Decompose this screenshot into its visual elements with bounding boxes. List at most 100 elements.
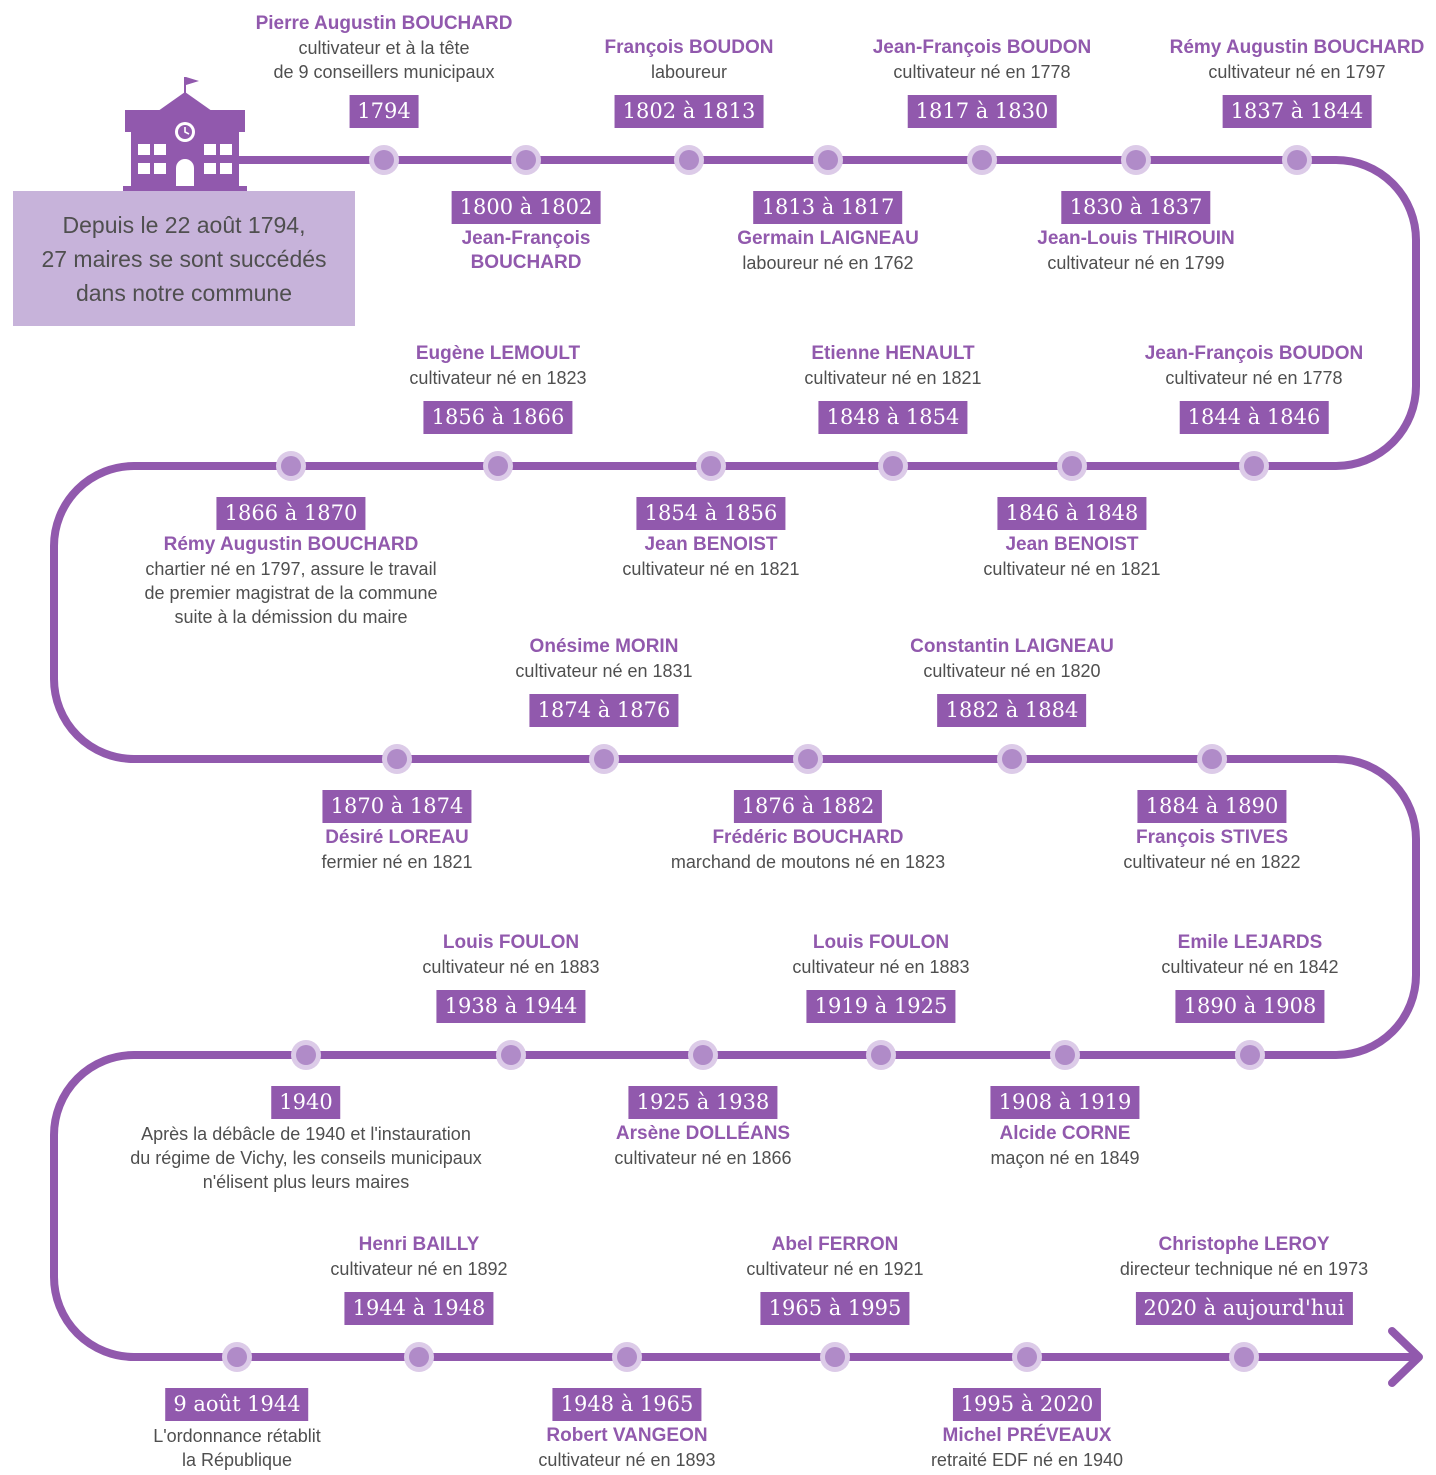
mayor-description: cultivateur né en 1822 bbox=[1123, 852, 1301, 872]
mayor-name: Jean BENOIST bbox=[644, 534, 778, 555]
mayor-name: Désiré LOREAU bbox=[325, 827, 469, 848]
timeline-node bbox=[1126, 150, 1146, 170]
mandate-dates: 1890 à 1908 bbox=[1175, 990, 1325, 1023]
timeline-entry: François BOUDON laboureur 1802 à 1813 bbox=[604, 36, 774, 128]
mandate-dates: 1919 à 1925 bbox=[806, 990, 956, 1023]
mayor-description: laboureur né en 1762 bbox=[742, 253, 914, 273]
mayor-name: Jean-François BOUDON bbox=[872, 37, 1092, 58]
entry-text: Désiré LOREAU fermier né en 1821 bbox=[321, 826, 472, 874]
timeline-node bbox=[374, 150, 394, 170]
mayor-description: cultivateur né en 1821 bbox=[804, 368, 982, 388]
entry-text: Jean BENOIST cultivateur né en 1821 bbox=[983, 533, 1160, 581]
mayor-description: cultivateur né en 1842 bbox=[1161, 957, 1339, 977]
timeline-node bbox=[972, 150, 992, 170]
mayor-description: laboureur bbox=[650, 62, 728, 82]
entry-text: Frédéric BOUCHARD marchand de moutons né … bbox=[671, 826, 945, 874]
mandate-dates: 1854 à 1856 bbox=[636, 497, 786, 530]
timeline-node bbox=[281, 456, 301, 476]
mayor-description: cultivateur né en 1831 bbox=[515, 661, 693, 681]
mayor-name: François STIVES bbox=[1135, 827, 1289, 848]
mandate-dates: 1848 à 1854 bbox=[818, 401, 968, 434]
mandate-dates: 1944 à 1948 bbox=[344, 1292, 494, 1325]
mandate-dates: 1965 à 1995 bbox=[760, 1292, 910, 1325]
mayor-description: cultivateur né en 1799 bbox=[1047, 253, 1225, 273]
mayor-description: cultivateur né en 1823 bbox=[409, 368, 587, 388]
mayor-name: Michel PRÉVEAUX bbox=[942, 1425, 1112, 1446]
timeline-node bbox=[871, 1045, 891, 1065]
mandate-dates: 9 août 1944 bbox=[165, 1388, 309, 1421]
mayor-name: Abel FERRON bbox=[771, 1234, 899, 1255]
mayor-description: cultivateur né en 1797 bbox=[1208, 62, 1386, 82]
mayor-description: marchand de moutons né en 1823 bbox=[670, 852, 946, 872]
mayor-description: cultivateur né en 1821 bbox=[983, 559, 1161, 579]
timeline-node bbox=[701, 456, 721, 476]
timeline-entry: Jean-François BOUDON cultivateur né en 17… bbox=[872, 36, 1092, 128]
mandate-dates: 1908 à 1919 bbox=[990, 1086, 1140, 1119]
mayor-description: Après la débâcle de 1940 et l'instaurati… bbox=[130, 1124, 482, 1192]
mandate-dates: 1802 à 1813 bbox=[614, 95, 764, 128]
mandate-dates: 1884 à 1890 bbox=[1137, 790, 1287, 823]
timeline-node bbox=[1017, 1347, 1037, 1367]
mandate-dates: 1844 à 1846 bbox=[1179, 401, 1329, 434]
town-hall-icon bbox=[123, 77, 247, 194]
mayor-name: Eugène LEMOULT bbox=[415, 343, 581, 364]
timeline-node bbox=[409, 1347, 429, 1367]
mayor-name: Rémy Augustin BOUCHARD bbox=[1169, 37, 1425, 58]
mayor-description: fermier né en 1821 bbox=[321, 852, 473, 872]
mandate-dates: 1948 à 1965 bbox=[552, 1388, 702, 1421]
mayor-description: cultivateur né en 1866 bbox=[614, 1148, 792, 1168]
mandate-dates: 2020 à aujourd'hui bbox=[1135, 1292, 1353, 1325]
timeline-node bbox=[1244, 456, 1264, 476]
intro-box: Depuis le 22 août 1794, 27 maires se son… bbox=[13, 191, 355, 326]
mayor-description: cultivateur né en 1778 bbox=[1165, 368, 1343, 388]
timeline-nodes bbox=[222, 145, 1312, 1372]
mandate-dates: 1938 à 1944 bbox=[436, 990, 586, 1023]
timeline-node bbox=[679, 150, 699, 170]
mandate-dates: 1995 à 2020 bbox=[952, 1388, 1102, 1421]
entry-text: Après la débâcle de 1940 et l'instaurati… bbox=[130, 1122, 482, 1194]
timeline-node bbox=[825, 1347, 845, 1367]
mayor-description: cultivateur né en 1778 bbox=[893, 62, 1071, 82]
mayor-description: directeur technique né en 1973 bbox=[1119, 1259, 1369, 1279]
timeline-node bbox=[594, 749, 614, 769]
mandate-dates: 1925 à 1938 bbox=[628, 1086, 778, 1119]
mayor-description: cultivateur né en 1820 bbox=[923, 661, 1101, 681]
mandate-dates: 1794 bbox=[349, 95, 419, 128]
mayor-name: Jean-François BOUCHARD bbox=[461, 228, 591, 273]
timeline-node bbox=[1002, 749, 1022, 769]
mayor-description: cultivateur né en 1883 bbox=[792, 957, 970, 977]
timeline-entry: Rémy Augustin BOUCHARD cultivateur né en … bbox=[1169, 36, 1425, 128]
timeline-node bbox=[1240, 1045, 1260, 1065]
intro-text: Depuis le 22 août 1794, 27 maires se son… bbox=[41, 211, 327, 306]
mayor-name: Jean BENOIST bbox=[1005, 534, 1139, 555]
mayor-name: Frédéric BOUCHARD bbox=[712, 827, 904, 848]
timeline-node bbox=[693, 1045, 713, 1065]
mayor-name: Christophe LEROY bbox=[1158, 1234, 1330, 1255]
mayor-name: François BOUDON bbox=[604, 37, 774, 58]
mandate-dates: 1866 à 1870 bbox=[216, 497, 366, 530]
timeline-node bbox=[516, 150, 536, 170]
timeline-node bbox=[617, 1347, 637, 1367]
timeline-node bbox=[1055, 1045, 1075, 1065]
